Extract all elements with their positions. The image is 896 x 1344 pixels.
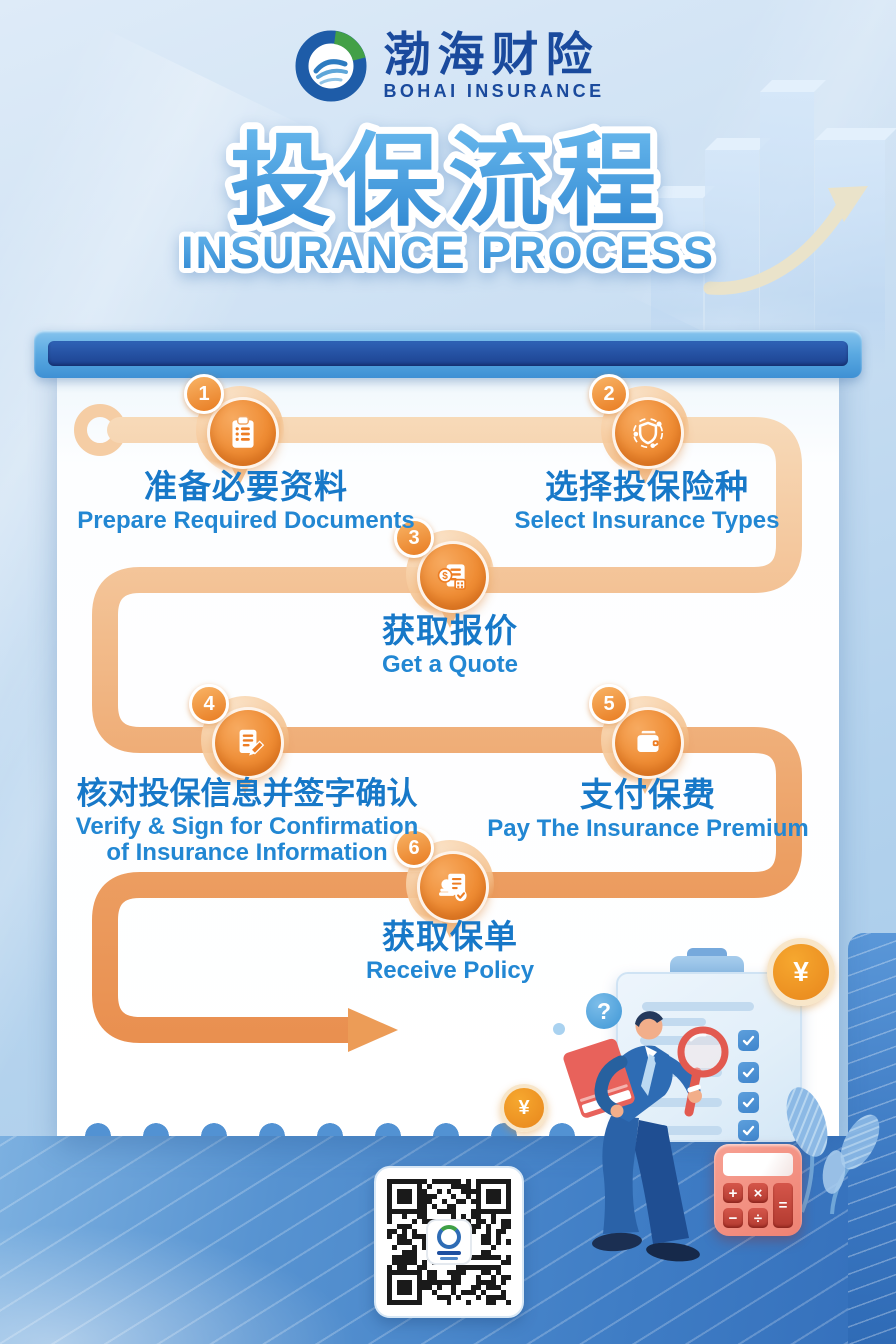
wallet-icon	[637, 730, 659, 752]
step-number-badge: 2	[589, 374, 629, 414]
dollar-glyph: $	[442, 571, 448, 582]
brand-name-cn: 渤海财险	[383, 27, 600, 81]
poster-title-cn: 投保流程	[230, 126, 666, 238]
calculator-screen	[723, 1153, 793, 1176]
step-1-title-en: Prepare Required Documents	[77, 506, 415, 534]
checkbox-checked-icon	[738, 1092, 759, 1113]
step-4-label: 核对投保信息并签字确认 Verify & Sign for Confirmati…	[58, 776, 436, 866]
step-4-title-en: Verify & Sign for Confirmation of Insura…	[75, 812, 419, 867]
step-4-title-cn: 核对投保信息并签字确认	[76, 776, 418, 811]
qr-logo-text-line	[437, 1250, 461, 1255]
step-1-label: 准备必要资料 Prepare Required Documents	[60, 468, 432, 534]
quote-document-icon: $	[437, 564, 466, 590]
step-5-label: 支付保费 Pay The Insurance Premium	[460, 776, 836, 842]
qr-logo-text-line	[440, 1256, 458, 1260]
step-1-title-cn: 准备必要资料	[144, 468, 348, 505]
businessman-illustration	[563, 1011, 729, 1262]
checkbox-checked-icon	[738, 1120, 759, 1141]
step-number-badge: 1	[184, 374, 224, 414]
poster-title: 投保流程 INSURANCE PROCESS	[176, 119, 718, 283]
poster-title-en: INSURANCE PROCESS	[181, 227, 715, 278]
clipboard-icon	[232, 415, 254, 448]
calculator-key-divide: ÷	[748, 1208, 768, 1228]
bar-chart-decoration	[646, 80, 896, 370]
decor-bar	[705, 150, 759, 355]
step-2-title-cn: 选择投保险种	[545, 468, 749, 505]
qr-code-card	[374, 1166, 524, 1318]
banner-bar	[34, 330, 862, 378]
step-3-title-en: Get a Quote	[381, 650, 519, 678]
brand-text: 渤海财险 BOHAI INSURANCE	[383, 31, 604, 102]
sign-document-icon	[239, 729, 265, 756]
step-5-title-cn: 支付保费	[580, 776, 716, 813]
calculator-key-plus: +	[723, 1183, 743, 1203]
calculator-key-multiply: ×	[748, 1183, 768, 1203]
step-2-label: 选择投保险种 Select Insurance Types	[462, 468, 832, 534]
shield-icon	[632, 417, 664, 449]
decor-bar	[651, 198, 703, 348]
checklist-line	[640, 1126, 722, 1135]
checkbox-checked-icon	[738, 1030, 759, 1051]
brand-header: 渤海财险 BOHAI INSURANCE	[0, 26, 896, 106]
banner-inner-bar	[48, 341, 848, 366]
decor-bar	[760, 92, 814, 362]
yen-coin-icon: ¥	[767, 938, 835, 1006]
step-3-label: 获取报价 Get a Quote	[265, 612, 635, 678]
calculator-key-minus: −	[723, 1208, 743, 1228]
bohai-logo-icon	[295, 30, 367, 102]
step-3-title-cn: 获取报价	[382, 612, 518, 649]
step-2-title-en: Select Insurance Types	[514, 506, 780, 534]
leaf-plant-decoration	[786, 1087, 880, 1215]
step-5-title-en: Pay The Insurance Premium	[487, 814, 809, 842]
growth-arrow-icon	[703, 186, 868, 295]
brand-name-en: BOHAI INSURANCE	[383, 80, 605, 101]
step-number-badge: 5	[589, 684, 629, 724]
bohai-logo-icon	[437, 1224, 461, 1249]
calculator-key-equals: =	[773, 1183, 793, 1228]
calculator-keys: + × = − ÷	[723, 1183, 793, 1228]
yen-coin-icon: ¥	[500, 1084, 548, 1132]
policy-stamp-icon	[439, 873, 467, 902]
step-number-badge: 4	[189, 684, 229, 724]
qr-center-logo	[428, 1221, 470, 1263]
checkbox-checked-icon	[738, 1062, 759, 1083]
qr-code-pattern	[387, 1179, 511, 1305]
calculator-illustration: + × = − ÷	[714, 1144, 802, 1236]
step-6-title-cn: 获取保单	[382, 918, 518, 955]
checklist-line	[640, 1098, 722, 1107]
